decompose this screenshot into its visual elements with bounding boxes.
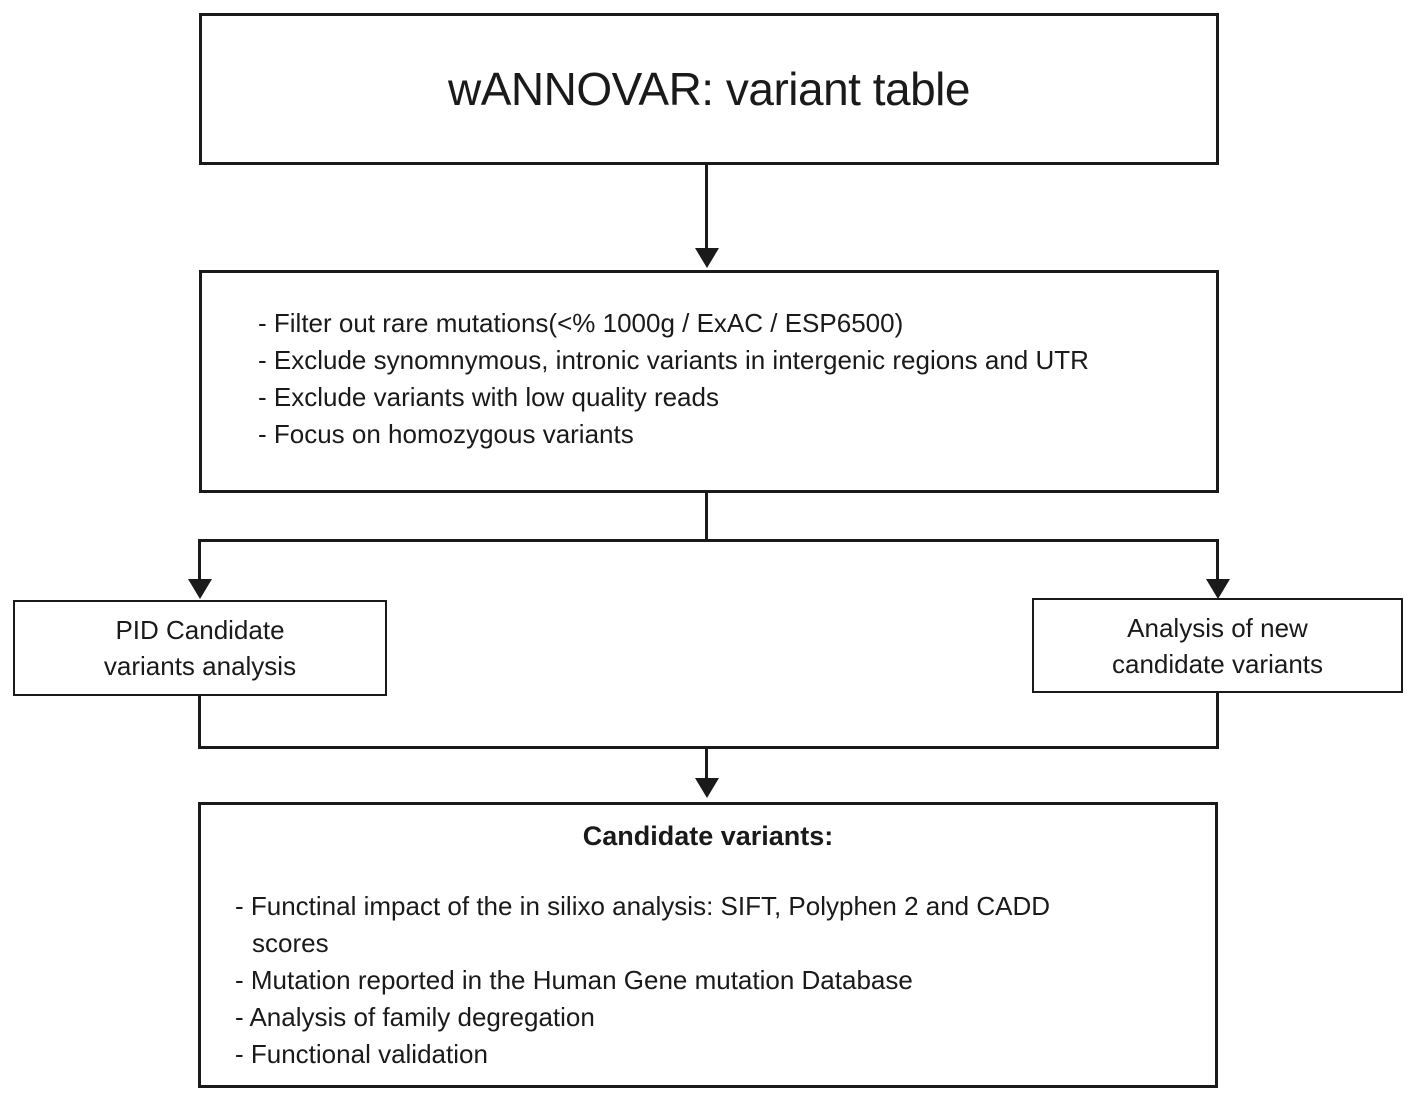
filter-item: - Focus on homozygous variants	[258, 419, 634, 449]
arrow-down-icon	[1206, 579, 1230, 599]
arrow-down-icon	[188, 579, 212, 599]
candidate-item: - Functinal impact of the in silixo anal…	[235, 891, 1051, 921]
connector-merge-left-line	[198, 696, 201, 749]
new-box-label-line1: Analysis of new	[1127, 612, 1308, 643]
pid-candidate-variants-box: PID Candidate variants analysis	[13, 600, 387, 696]
title-box-label: wANNOVAR: variant table	[448, 63, 970, 115]
connector-branch-horizontal-line	[198, 539, 1219, 542]
pid-box-label-line2: variants analysis	[103, 651, 297, 681]
connector-branch-right-line	[1216, 539, 1219, 581]
pid-box-label-line1: PID Candidate	[115, 615, 285, 645]
new-box-label-line2: candidate variants	[1111, 648, 1324, 679]
connector-branch-stub-line	[705, 493, 708, 542]
arrow-down-icon	[695, 248, 719, 268]
arrow-down-icon	[695, 778, 719, 798]
candidate-item: - Analysis of family degregation	[235, 1002, 595, 1032]
connector-title-to-filter-line	[705, 165, 708, 251]
new-candidate-variants-box: Analysis of new candidate variants	[1032, 598, 1403, 693]
filter-box: - Filter out rare mutations(<% 1000g / E…	[199, 270, 1219, 493]
candidate-box-heading: Candidate variants:	[582, 821, 834, 851]
connector-merge-stub-line	[705, 746, 708, 780]
candidate-item-continuation: scores	[252, 928, 329, 958]
connector-branch-left-line	[198, 539, 201, 581]
filter-item: - Exclude synomnymous, intronic variants…	[258, 345, 1089, 375]
candidate-box-list: - Functinal impact of the in silixo anal…	[201, 888, 1215, 1073]
candidate-item: - Functional validation	[235, 1039, 488, 1069]
connector-merge-right-line	[1216, 693, 1219, 749]
candidate-item: - Mutation reported in the Human Gene mu…	[235, 965, 913, 995]
connector-merge-horizontal-line	[198, 746, 1219, 749]
filter-item: - Exclude variants with low quality read…	[258, 382, 719, 412]
filter-item: - Filter out rare mutations(<% 1000g / E…	[258, 308, 904, 338]
title-box: wANNOVAR: variant table	[199, 13, 1219, 165]
candidate-variants-box: Candidate variants: - Functinal impact o…	[198, 802, 1218, 1088]
